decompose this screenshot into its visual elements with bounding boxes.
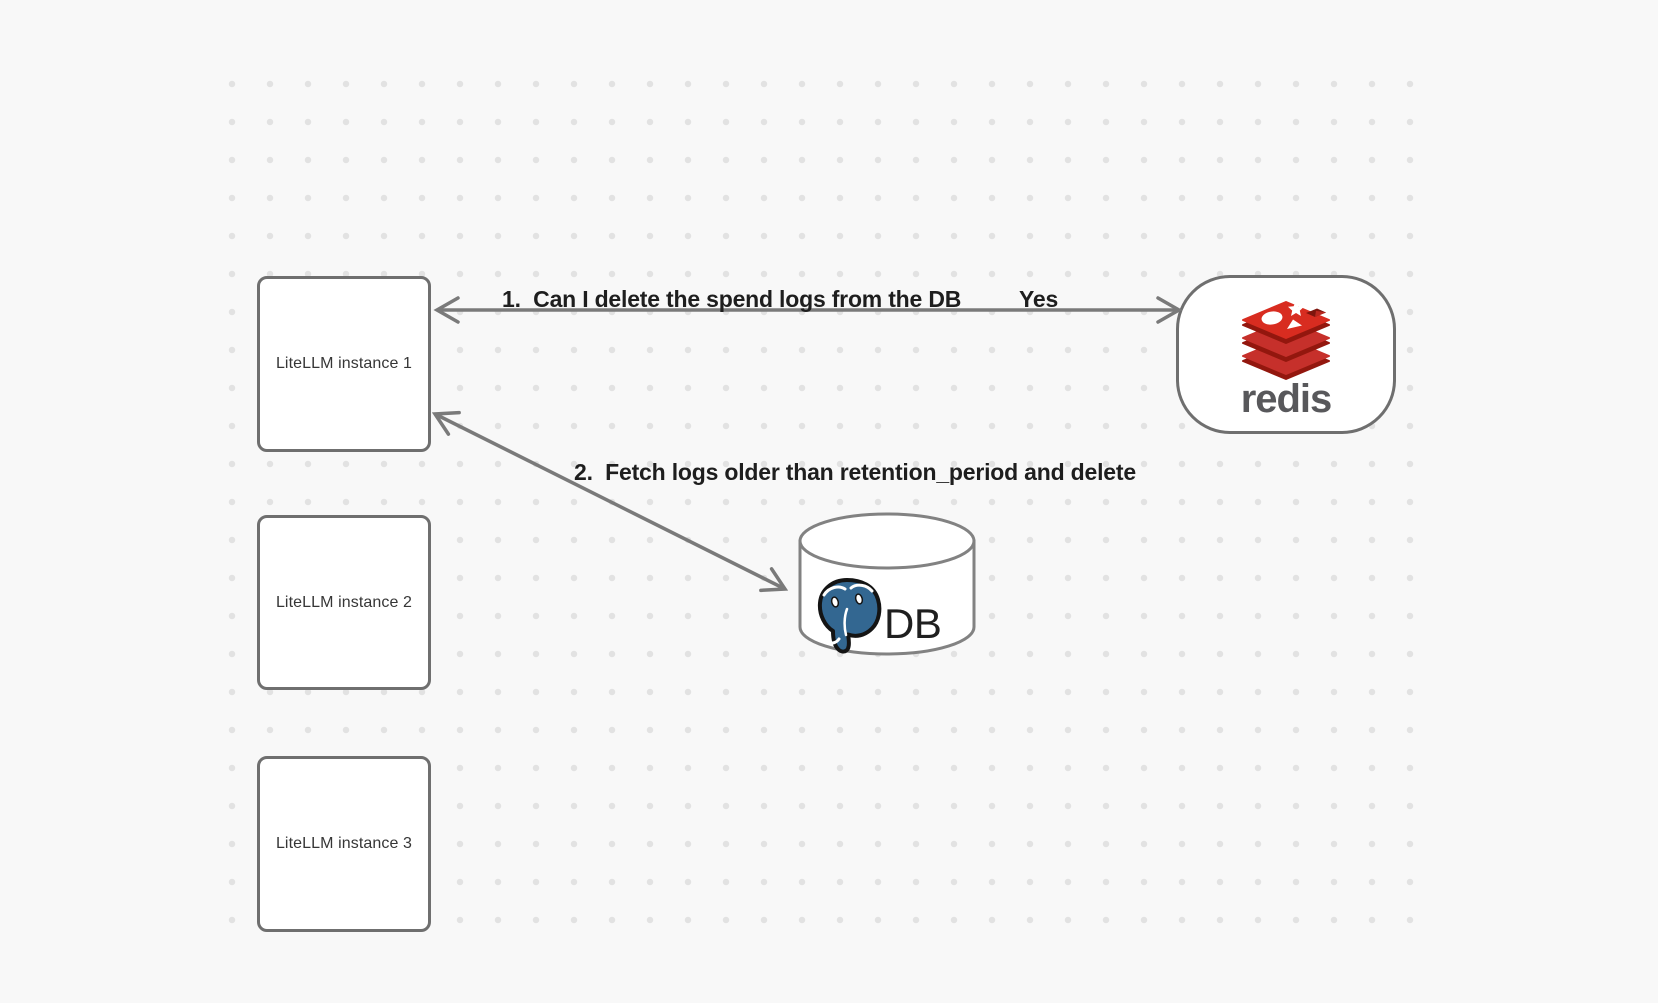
db-label: DB bbox=[884, 600, 942, 647]
litellm-instance-1-label: LiteLLM instance 1 bbox=[275, 355, 413, 372]
redis-wordmark: redis bbox=[1241, 377, 1332, 418]
litellm-instance-2-node[interactable]: LiteLLM instance 2 bbox=[257, 515, 431, 690]
litellm-instance-1-node[interactable]: LiteLLM instance 1 bbox=[257, 276, 431, 452]
edge-cleanup-arrow[interactable] bbox=[431, 410, 789, 593]
edge-request-label[interactable]: 1. Can I delete the spend logs from the … bbox=[502, 286, 962, 312]
litellm-instance-3-node[interactable]: LiteLLM instance 3 bbox=[257, 756, 431, 932]
redis-logo-icon: redis bbox=[1241, 300, 1332, 418]
redis-node[interactable]: redis bbox=[1176, 275, 1396, 434]
litellm-instance-3-label: LiteLLM instance 3 bbox=[275, 835, 413, 852]
postgres-elephant-icon bbox=[817, 578, 882, 654]
edge-cleanup-label[interactable]: 2. Fetch logs older than retention_perio… bbox=[574, 459, 1136, 485]
litellm-instance-2-label: LiteLLM instance 2 bbox=[275, 593, 413, 611]
edge-request-response-label[interactable]: Yes bbox=[1019, 286, 1059, 312]
